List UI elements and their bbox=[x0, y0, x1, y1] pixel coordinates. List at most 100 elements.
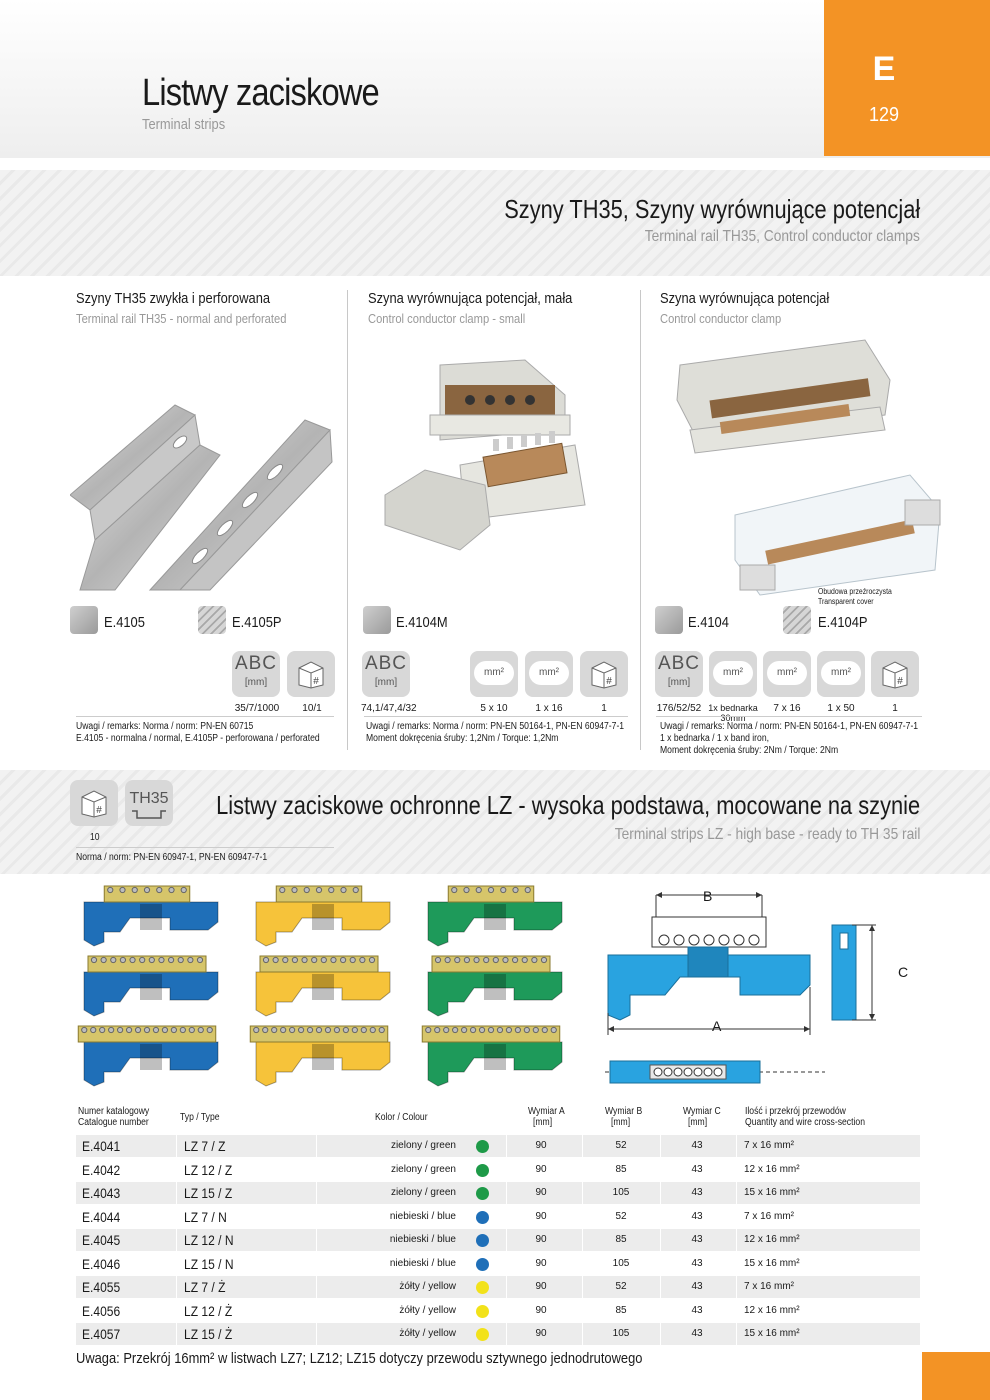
dimension-value: 176/52/52 bbox=[656, 703, 702, 714]
dim-b-cell: 52 bbox=[615, 1210, 627, 1222]
qty-cell: 12 x 16 mm² bbox=[744, 1304, 800, 1316]
catalogue-number: E.4045 bbox=[82, 1232, 121, 1248]
clamp-with-cover-image bbox=[676, 339, 941, 596]
cell-separator bbox=[660, 1323, 661, 1345]
lz-strip bbox=[83, 955, 219, 1017]
page-title: Listwy zaciskowe bbox=[142, 72, 380, 114]
mm-label: [mm] bbox=[374, 677, 398, 688]
mm2-label: mm² bbox=[821, 661, 861, 685]
colour-dot-icon bbox=[476, 1140, 489, 1153]
cell-separator bbox=[582, 1323, 583, 1345]
th-dim-b: Wymiar B bbox=[605, 1106, 643, 1117]
small-clamp-image bbox=[384, 359, 586, 551]
col3-subtitle: Control conductor clamp bbox=[660, 311, 782, 326]
dimensions-icon: ABC [mm] bbox=[362, 651, 410, 697]
qty-cell: 12 x 16 mm² bbox=[744, 1234, 800, 1245]
type-cell: LZ 15 / N bbox=[184, 1255, 234, 1272]
colour-cell: zielony / green bbox=[390, 1187, 456, 1198]
page-number: 129 bbox=[868, 104, 900, 126]
cell-separator bbox=[506, 1276, 507, 1298]
cell-separator bbox=[316, 1252, 317, 1275]
cell-separator bbox=[316, 1299, 317, 1322]
cell-separator bbox=[316, 1229, 317, 1251]
remarks-line: 1 x bednarka / 1 x band iron, bbox=[660, 733, 770, 744]
footer-tab bbox=[922, 1352, 990, 1400]
dim-c-cell: 43 bbox=[691, 1187, 703, 1198]
lz-strip bbox=[255, 955, 391, 1017]
colour-cell: zielony / green bbox=[390, 1163, 456, 1175]
abc-label: ABC bbox=[234, 653, 278, 674]
cell-separator bbox=[176, 1252, 177, 1275]
dim-c-cell: 43 bbox=[691, 1210, 703, 1222]
section1-band bbox=[0, 170, 990, 276]
type-cell: LZ 12 / Ż bbox=[184, 1302, 233, 1319]
lz-strips-image bbox=[77, 885, 563, 1087]
th-colour: Kolor / Colour bbox=[375, 1112, 428, 1123]
qty-cell: 7 x 16 mm² bbox=[744, 1281, 795, 1292]
svg-text:#: # bbox=[606, 676, 612, 687]
dim-c-cell: 43 bbox=[691, 1257, 703, 1269]
cell-separator bbox=[582, 1299, 583, 1322]
product-code: E.4105 bbox=[104, 614, 145, 631]
th-catalogue: Numer katalogowy bbox=[78, 1106, 150, 1117]
cell-separator bbox=[316, 1276, 317, 1298]
type-cell: LZ 12 / N bbox=[184, 1232, 234, 1248]
cell-separator bbox=[660, 1276, 661, 1298]
mm-label: [mm] bbox=[667, 677, 691, 688]
dim-c-cell: 43 bbox=[691, 1304, 703, 1316]
cross-section-icon: mm² bbox=[525, 651, 573, 697]
catalogue-number: E.4041 bbox=[82, 1138, 121, 1154]
cell-separator bbox=[736, 1276, 737, 1298]
cell-separator bbox=[176, 1158, 177, 1181]
colour-dot-icon bbox=[476, 1304, 489, 1318]
package-value: 1 bbox=[892, 703, 898, 714]
mm-label: [mm] bbox=[244, 677, 268, 688]
qty-cell: 15 x 16 mm² bbox=[744, 1257, 800, 1269]
th-dim-a: [mm] bbox=[533, 1117, 553, 1128]
cell-separator bbox=[660, 1299, 661, 1322]
lz-strip bbox=[421, 1025, 563, 1087]
cell-separator bbox=[506, 1252, 507, 1275]
dim-c-cell: 43 bbox=[691, 1328, 703, 1339]
dim-a-cell: 90 bbox=[535, 1187, 547, 1198]
col3-title: Szyna wyrównująca potencjał bbox=[660, 290, 830, 307]
qty-cell: 15 x 16 mm² bbox=[744, 1187, 800, 1198]
package-value: 10 bbox=[90, 832, 100, 843]
cell-separator bbox=[736, 1252, 737, 1275]
catalogue-number: E.4055 bbox=[82, 1279, 121, 1295]
remarks-line: Moment dokręcenia śruby: 2Nm / Torque: 2… bbox=[660, 745, 839, 756]
cell-separator bbox=[736, 1299, 737, 1322]
colour-cell: niebieski / blue bbox=[389, 1234, 456, 1245]
dim-a-cell: 90 bbox=[535, 1281, 547, 1292]
dim-b-cell: 105 bbox=[612, 1257, 630, 1269]
section-letter: E bbox=[872, 50, 896, 88]
divider bbox=[76, 847, 334, 848]
svg-text:#: # bbox=[96, 805, 102, 816]
cell-separator bbox=[736, 1205, 737, 1228]
type-cell: LZ 7 / N bbox=[184, 1208, 227, 1225]
remarks-line: Uwagi / remarks: Norma / norm: PN-EN 607… bbox=[76, 721, 254, 732]
qty-cell: 15 x 16 mm² bbox=[744, 1328, 800, 1339]
svg-text:#: # bbox=[313, 676, 319, 687]
norm-text: Norma / norm: PN-EN 60947-1, PN-EN 60947… bbox=[76, 852, 268, 863]
catalogue-number: E.4046 bbox=[82, 1255, 121, 1272]
cell-separator bbox=[736, 1323, 737, 1345]
colour-cell: niebieski / blue bbox=[389, 1210, 456, 1222]
cell-separator bbox=[582, 1229, 583, 1251]
cell-separator bbox=[660, 1252, 661, 1275]
type-cell: LZ 12 / Z bbox=[184, 1161, 233, 1178]
abc-label: ABC bbox=[657, 653, 701, 674]
cell-separator bbox=[582, 1182, 583, 1204]
page-subtitle: Terminal strips bbox=[142, 116, 226, 133]
colour-dot-icon bbox=[476, 1210, 489, 1224]
th-type: Typ / Type bbox=[180, 1112, 220, 1123]
section1-title: Szyny TH35, Szyny wyrównujące potencjał bbox=[504, 194, 920, 224]
qty-cell: 7 x 16 mm² bbox=[744, 1210, 795, 1222]
catalogue-number: E.4043 bbox=[82, 1185, 121, 1201]
catalogue-number: E.4056 bbox=[82, 1302, 121, 1319]
col1-title: Szyny TH35 zwykła i perforowana bbox=[76, 290, 271, 307]
th-qty: Ilość i przekrój przewodów bbox=[745, 1106, 846, 1117]
